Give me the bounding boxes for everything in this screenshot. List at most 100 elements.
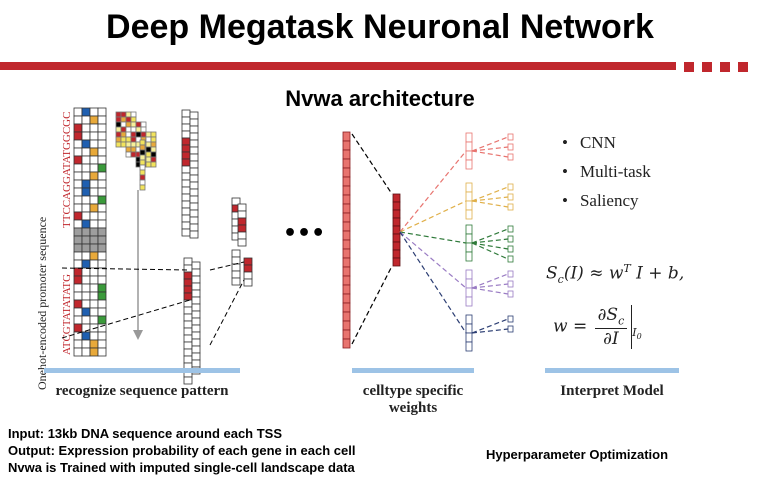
onehot-cell (81, 203, 91, 213)
filter-cell (139, 159, 146, 166)
onehot-cell (73, 203, 83, 213)
onehot-cell (89, 163, 99, 173)
onehot-cell (89, 187, 99, 197)
feature-cell (183, 348, 193, 357)
onehot-cell (89, 147, 99, 157)
onehot-cell (81, 339, 91, 349)
filter-cell (130, 126, 137, 133)
filter-cell (115, 141, 122, 148)
feature-cell (183, 320, 193, 329)
onehot-cell (81, 171, 91, 181)
output-neuron (507, 183, 514, 191)
onehot-cell (97, 283, 107, 293)
feature-cell (189, 223, 199, 232)
onehot-cell (73, 115, 83, 125)
filter-cell (130, 151, 137, 158)
footer-line: Nvwa is Trained with imputed single-cell… (8, 460, 355, 475)
footer-notes: Input: 13kb DNA sequence around each TSS… (8, 425, 355, 476)
feature-cell (189, 153, 199, 162)
onehot-cell (81, 251, 91, 261)
branch-neuron (465, 141, 473, 152)
onehot-cell (81, 299, 91, 309)
input-neuron (342, 149, 351, 160)
feature-cell (191, 282, 201, 291)
feature-cell (237, 210, 247, 219)
onehot-cell (73, 283, 83, 293)
filter-cell (125, 116, 132, 123)
onehot-cell (89, 267, 99, 277)
onehot-cell (89, 131, 99, 141)
onehot-cell (81, 107, 91, 117)
onehot-cell (89, 195, 99, 205)
onehot-cell (89, 283, 99, 293)
feature-cell (181, 109, 191, 118)
filter-cell (139, 139, 146, 146)
filter-cell (125, 136, 132, 143)
filter-cell (115, 121, 122, 128)
filter-cell (150, 141, 157, 148)
feature-cell (183, 285, 193, 294)
feature-cell (183, 278, 193, 287)
feature-cell (183, 313, 193, 322)
bullet-item: CNN (562, 128, 651, 157)
onehot-cell (89, 203, 99, 213)
filter-cell (139, 154, 146, 161)
onehot-cell (73, 315, 83, 325)
hidden-neuron (392, 201, 401, 211)
input-neuron (342, 302, 351, 313)
onehot-cell (73, 323, 83, 333)
filter-cell (125, 121, 132, 128)
onehot-cell (81, 227, 91, 237)
filter-cell (135, 126, 142, 133)
onehot-cell (73, 219, 83, 229)
onehot-cell (81, 291, 91, 301)
branch-neuron (465, 200, 473, 211)
onehot-cell (73, 227, 83, 237)
feature-cell (189, 174, 199, 183)
filter-cell (139, 169, 146, 176)
filter-cell (120, 121, 127, 128)
onehot-cell (73, 307, 83, 317)
onehot-cell (97, 115, 107, 125)
output-neuron (507, 280, 514, 288)
onehot-cell (89, 339, 99, 349)
branch-neuron (465, 191, 473, 202)
onehot-cell (97, 123, 107, 133)
onehot-cell (89, 115, 99, 125)
title-divider (0, 62, 676, 70)
filter-cell (115, 126, 122, 133)
feature-maps (181, 109, 253, 385)
branch-connector (471, 150, 509, 158)
branch-connector (471, 283, 509, 289)
section-label: Interpret Model (560, 383, 664, 399)
onehot-cell (97, 187, 107, 197)
feature-cell (189, 132, 199, 141)
onehot-cell (97, 267, 107, 277)
filter-cell (139, 184, 146, 191)
onehot-cell (89, 171, 99, 181)
onehot-cell (97, 163, 107, 173)
onehot-cell (89, 347, 99, 357)
branch-neuron (465, 332, 473, 343)
onehot-cell (97, 139, 107, 149)
input-neuron (342, 311, 351, 322)
filter-cell (145, 161, 152, 168)
feature-cell (181, 151, 191, 160)
onehot-cell (97, 227, 107, 237)
filter-cell (115, 111, 122, 118)
filter-cell (145, 151, 152, 158)
onehot-cell (81, 179, 91, 189)
feature-cell (231, 270, 241, 279)
feature-cell (181, 123, 191, 132)
onehot-cell (73, 251, 83, 261)
divider-square (720, 62, 730, 72)
output-neuron (507, 143, 514, 151)
branch-connector (471, 146, 509, 152)
conv-filters (115, 111, 157, 191)
filter-cell (150, 161, 157, 168)
onehot-cell (97, 195, 107, 205)
branch-neuron (465, 224, 473, 235)
input-neuron (342, 284, 351, 295)
feature-cell (181, 186, 191, 195)
onehot-cell (97, 347, 107, 357)
